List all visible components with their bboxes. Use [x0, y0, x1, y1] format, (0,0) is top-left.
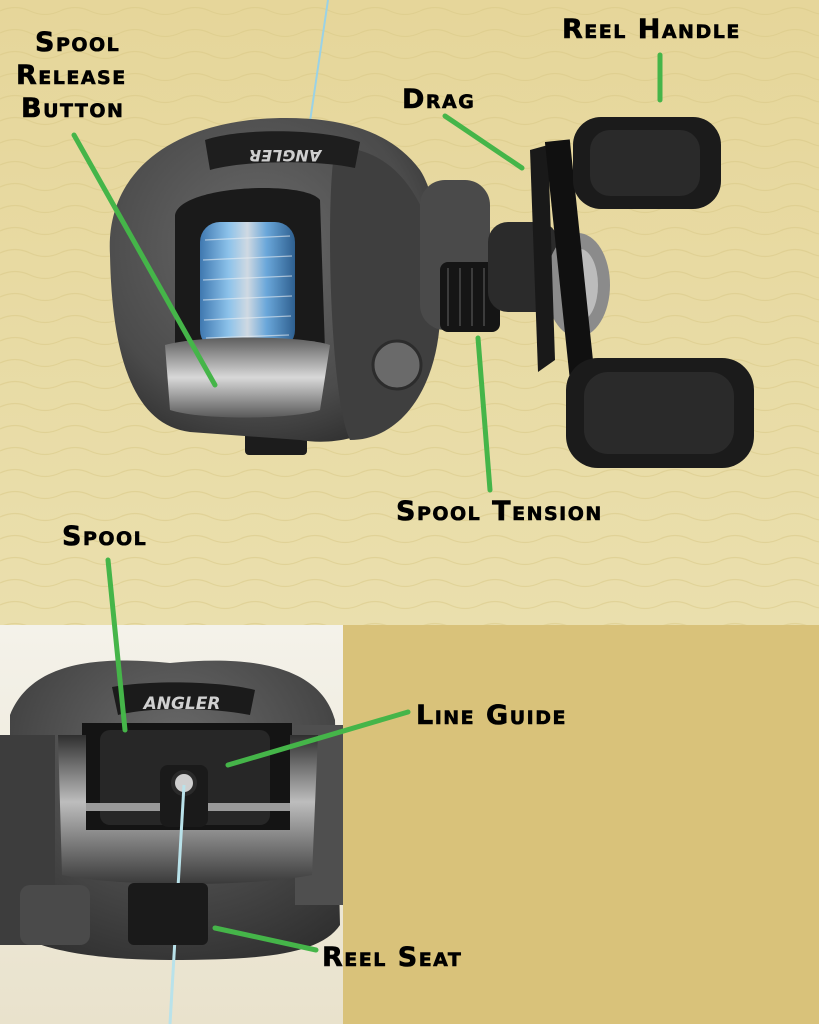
- line-wraps: [202, 235, 293, 339]
- callout-line-drag: [442, 113, 525, 171]
- side-plate-badge: [371, 339, 423, 391]
- callout-line-reel-seat: [212, 925, 319, 953]
- bottom-brand-text: ANGLER: [142, 694, 221, 714]
- callout-line-spool-release: [71, 132, 218, 388]
- top-reel-photo: ANGLER: [0, 0, 819, 625]
- label-spool-tension: Spool Tension: [396, 496, 603, 527]
- label-reel-handle: Reel Handle: [562, 14, 741, 45]
- front-chrome-frame: [58, 735, 318, 884]
- label-line-guide: Line Guide: [416, 700, 567, 731]
- drag-star: [530, 145, 555, 372]
- label-spool-release-line1: Spool: [35, 27, 121, 58]
- handle-arm: [544, 139, 601, 431]
- label-drag: Drag: [402, 84, 476, 115]
- top-brand-text: ANGLER: [249, 146, 323, 165]
- top-bar: [205, 131, 360, 170]
- bottom-reel-photo: ANGLER: [0, 625, 343, 1024]
- spool: [200, 222, 295, 350]
- lower-left-housing: [20, 885, 90, 945]
- label-spool-release-line2: Release: [16, 60, 127, 91]
- upper-knob-grip: [590, 130, 700, 196]
- thumb-bar: [165, 337, 330, 418]
- label-spool: Spool: [62, 521, 148, 552]
- callout-line-spool: [105, 557, 128, 733]
- fishing-line: [307, 0, 329, 136]
- reel-seat: [128, 883, 208, 945]
- label-reel-seat: Reel Seat: [322, 942, 463, 973]
- callout-line-spool-tension: [475, 335, 493, 493]
- front-top-bar: [112, 682, 255, 715]
- lower-knob-grip: [584, 372, 734, 454]
- knob-grip: [447, 268, 485, 326]
- label-spool-release-line3: Button: [21, 93, 125, 124]
- callout-line-line-guide: [225, 709, 411, 768]
